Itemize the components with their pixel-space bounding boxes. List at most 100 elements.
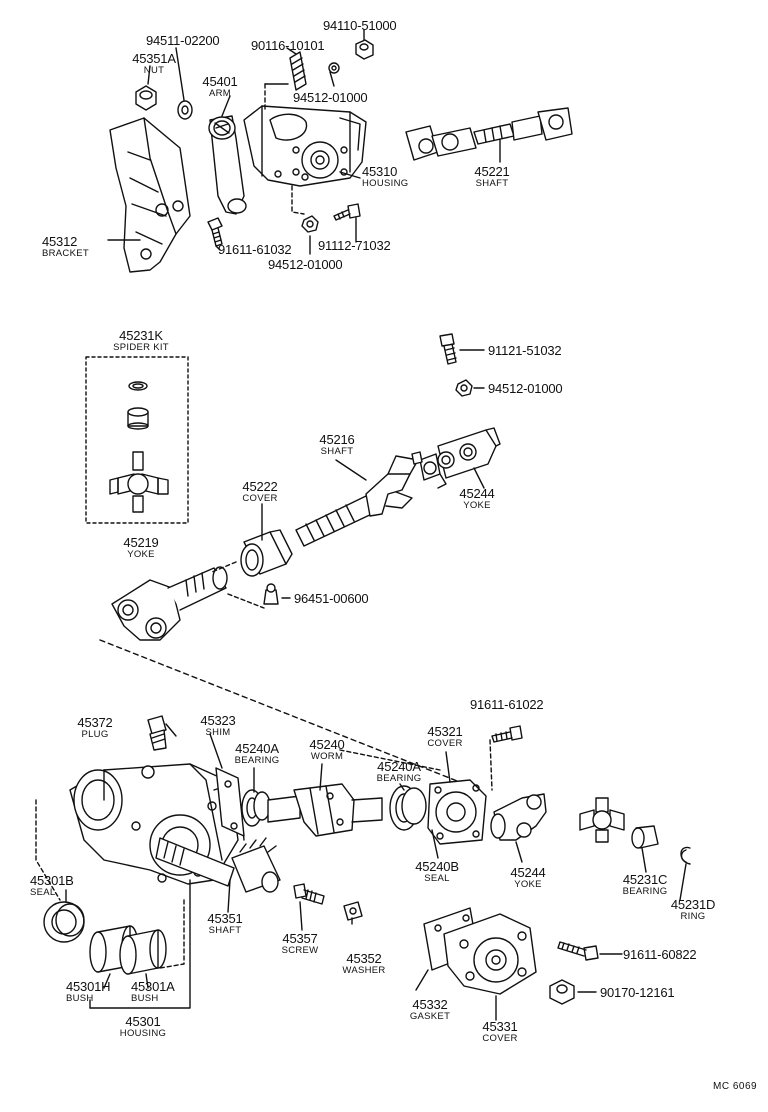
shaft-45351-drawing <box>155 837 281 893</box>
part-number-94512-01000-top: 94512-01000 <box>293 90 368 105</box>
nut-94110-51000-drawing <box>355 39 374 60</box>
part-name: SEAL <box>424 873 450 884</box>
part-number: 45401 <box>202 74 238 89</box>
part-number: 45357 <box>282 931 318 946</box>
label-45231C: 45231C BEARING <box>623 873 668 897</box>
label-45331: 45331 COVER <box>482 1020 517 1044</box>
part-name: SCREW <box>281 945 319 956</box>
part-number: 45301H <box>66 979 111 994</box>
part-number-91121-51032: 91121-51032 <box>488 343 562 358</box>
yoke-45244-mid-drawing <box>437 427 501 479</box>
part-name: BUSH <box>131 993 159 1004</box>
label-45231D: 45231D RING <box>670 897 716 922</box>
part-number-94511-02200: 94511-02200 <box>146 33 220 48</box>
part-number-94512-01000-b: 94512-01000 <box>268 257 343 272</box>
part-number: 45352 <box>346 951 382 966</box>
part-name: GASKET <box>409 1011 451 1022</box>
part-number: 45231C <box>622 872 668 887</box>
label-45244-bottom: 45244 YOKE <box>510 866 545 890</box>
part-name: SPIDER KIT <box>113 342 169 353</box>
part-name: YOKE <box>127 549 155 560</box>
stud-90116-10101-drawing <box>289 51 307 91</box>
part-number: 45351 <box>207 911 243 926</box>
washer-45352-drawing <box>343 901 363 921</box>
arm-45401-drawing <box>208 115 247 215</box>
part-name: SHIM <box>205 727 231 738</box>
part-name: SHAFT <box>475 178 509 189</box>
part-number: 45219 <box>123 535 159 550</box>
cover-45331-drawing <box>443 913 537 995</box>
part-name: NUT <box>143 65 165 76</box>
shaft-45216-drawing <box>295 455 419 547</box>
label-45301: 45301 HOUSING <box>120 1015 166 1039</box>
diagram-code: MC 6069 <box>713 1081 758 1092</box>
fitting-96451-00600-drawing <box>263 583 291 605</box>
spider-kit-parts-drawing <box>109 381 169 513</box>
label-45244-mid: 45244 YOKE <box>459 487 494 511</box>
washer-94512-01000-b-drawing <box>301 215 319 233</box>
part-number: 45310 <box>362 164 398 179</box>
part-name: HOUSING <box>119 1028 167 1039</box>
bolt-91121-51032-drawing <box>439 333 485 365</box>
label-45312: 45312 BRACKET <box>42 235 89 259</box>
spider-kit-box <box>85 356 189 524</box>
part-number: 45221 <box>474 164 510 179</box>
part-number: 45323 <box>200 713 236 728</box>
part-number: 45312 <box>42 234 78 249</box>
yoke-45219-drawing <box>111 566 228 641</box>
part-number-94110-51000: 94110-51000 <box>323 18 397 33</box>
part-number: 45216 <box>319 432 355 447</box>
part-number: 45332 <box>412 997 448 1012</box>
part-number-94512-01000-mid: 94512-01000 <box>488 381 563 396</box>
part-number: 45240A <box>377 759 421 774</box>
label-45221: 45221 SHAFT <box>474 165 509 189</box>
part-number: 45351A <box>132 51 176 66</box>
label-45357: 45357 SCREW <box>282 932 319 956</box>
label-45240: 45240 WORM <box>309 738 344 762</box>
part-name: SHAFT <box>208 925 242 936</box>
label-45401: 45401 ARM <box>202 75 237 99</box>
cover-45321-drawing <box>427 779 487 845</box>
label-45222: 45222 COVER <box>242 480 277 504</box>
part-name: BEARING <box>622 886 668 897</box>
part-number: 45372 <box>77 715 113 730</box>
label-45332: 45332 GASKET <box>410 998 450 1022</box>
part-name: BUSH <box>66 993 94 1004</box>
part-number-90170-12161: 90170-12161 <box>600 985 675 1000</box>
screw-45357-drawing <box>293 883 325 905</box>
label-45240A-right: 45240A BEARING <box>377 760 422 784</box>
ring-45231D-drawing <box>680 846 691 865</box>
label-45240A-left: 45240A BEARING <box>235 742 280 766</box>
part-name: ARM <box>208 88 231 99</box>
spider-mid-drawing <box>411 451 447 489</box>
part-name: RING <box>680 911 706 922</box>
part-name: BEARING <box>376 773 422 784</box>
part-number: 45231D <box>670 897 716 912</box>
shim-45323-drawing <box>215 767 245 837</box>
part-name: BEARING <box>234 755 280 766</box>
yoke-45244-bottom-drawing <box>490 793 547 841</box>
part-number: 45231K <box>119 328 163 343</box>
part-name: HOUSING <box>362 178 409 189</box>
seal-45301B-drawing <box>43 901 85 943</box>
bearing-45240A-left-drawing <box>241 789 271 827</box>
label-45372: 45372 PLUG <box>77 716 112 740</box>
part-name: SHAFT <box>320 446 354 457</box>
nut-45351A-drawing <box>135 85 157 111</box>
part-number-91611-60822: 91611-60822 <box>623 947 697 962</box>
part-number: 45301 <box>125 1014 161 1029</box>
part-number: 45331 <box>482 1019 518 1034</box>
part-name: SEAL <box>30 887 56 898</box>
part-name: BRACKET <box>42 248 89 259</box>
part-number-91611-61022: 91611-61022 <box>470 697 544 712</box>
bearing-45240A-right-drawing <box>389 785 427 831</box>
bolt-91611-60822-drawing <box>557 941 623 961</box>
part-number: 45244 <box>459 486 495 501</box>
label-45301A: 45301A BUSH <box>131 980 175 1004</box>
part-number: 45301B <box>30 873 74 888</box>
part-number-91112-71032: 91112-71032 <box>318 238 391 253</box>
part-number: 45244 <box>510 865 546 880</box>
bolt-91112-71032-drawing <box>333 203 361 221</box>
bush-45301A-drawing <box>119 929 167 975</box>
